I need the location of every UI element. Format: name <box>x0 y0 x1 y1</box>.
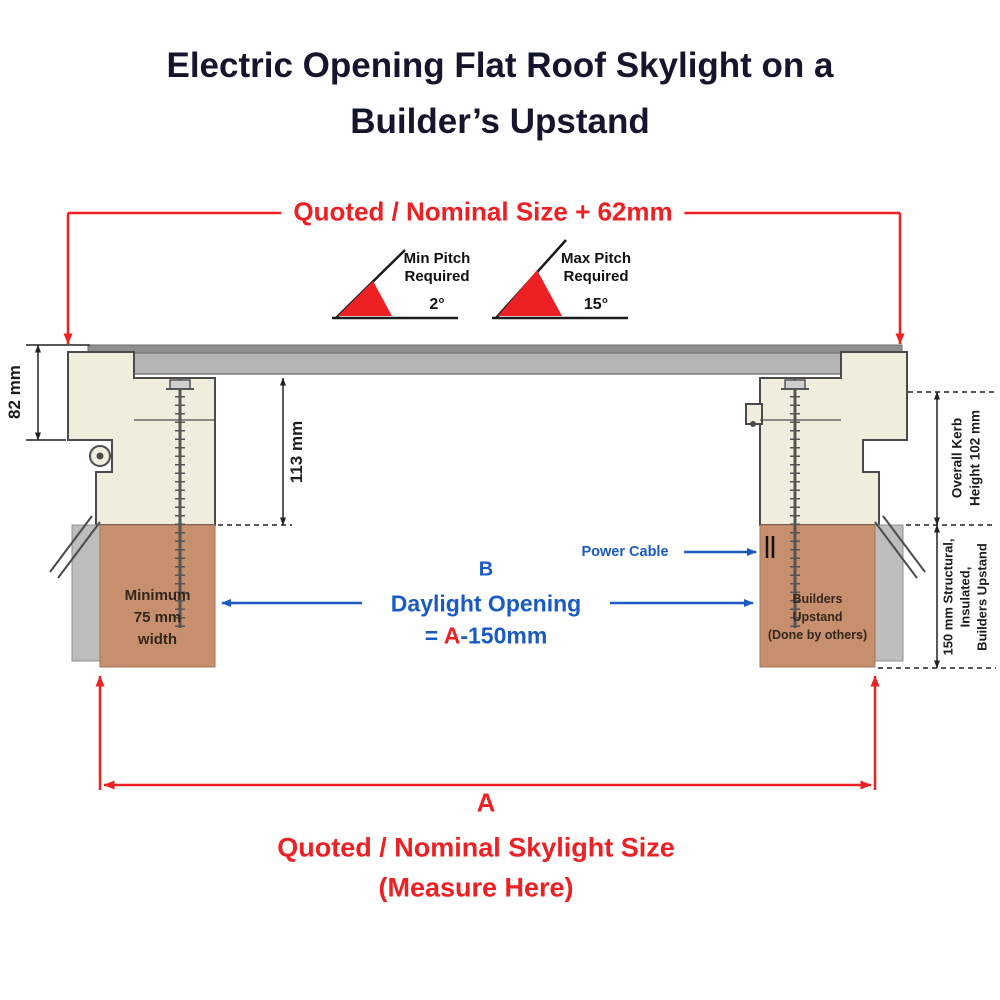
dimension-82mm-label: 82 mm <box>5 365 24 419</box>
daylight-opening-label: Daylight Opening <box>390 590 582 617</box>
dimension-113mm-label: 113 mm <box>287 420 306 484</box>
daylight-formula-suffix: -150mm <box>460 622 548 649</box>
daylight-letter-b: B <box>478 558 494 581</box>
min-pitch-text-line2: Required <box>404 268 470 285</box>
right-upstand-line3: (Done by others) <box>767 628 868 643</box>
max-pitch-text-line1: Max Pitch <box>560 250 632 267</box>
daylight-formula-prefix: = <box>424 622 444 649</box>
bottom-dimension-letter-a: A <box>476 787 496 818</box>
dimension-82mm-lines <box>26 344 90 441</box>
max-pitch-value: 15° <box>583 296 609 313</box>
right-fixing-bolt <box>781 378 809 628</box>
glazing-panel <box>87 344 903 375</box>
right-kerb-profile <box>745 351 908 526</box>
right-upstand-line2: Upstand <box>792 610 843 625</box>
overall-kerb-height-line2: Height 102 mm <box>967 409 982 507</box>
right-membrane-flashing <box>874 515 926 579</box>
left-upstand-block <box>71 524 216 668</box>
max-pitch-text-line2: Required <box>563 268 629 285</box>
left-membrane-flashing <box>49 515 101 579</box>
power-cable-symbol <box>684 536 775 558</box>
left-upstand-line2: 75 mm <box>133 608 182 626</box>
left-kerb-profile <box>67 351 216 526</box>
overall-kerb-height-label: Overall Kerb Height 102 mm <box>948 410 983 506</box>
dimension-113mm-lines <box>218 377 292 526</box>
overall-kerb-height-line1: Overall Kerb <box>949 417 965 499</box>
bottom-dimension-lines <box>95 675 880 790</box>
page-title-line2: Builder’s Upstand <box>350 102 650 141</box>
min-pitch-diagram <box>332 249 458 320</box>
upstand-note-line1: 150 mm Structural, <box>940 538 956 656</box>
max-pitch-label: Max Pitch Required 15° <box>561 250 631 314</box>
bottom-dimension-label-line2: (Measure Here) <box>378 872 574 903</box>
power-cable-label: Power Cable <box>581 544 669 560</box>
left-upstand-text: Minimum 75 mm width <box>100 585 215 650</box>
daylight-formula-a: A <box>443 622 461 649</box>
page-title-line1: Electric Opening Flat Roof Skylight on a <box>166 46 834 85</box>
upstand-dimension-lines <box>878 524 996 669</box>
min-pitch-value: 2° <box>429 296 445 313</box>
upstand-note-line2: Insulated, <box>957 566 973 628</box>
top-dimension-label: Quoted / Nominal Size + 62mm <box>281 196 685 228</box>
max-pitch-diagram <box>492 239 628 320</box>
daylight-formula: = A-150mm <box>425 623 548 650</box>
left-upstand-line1: Minimum <box>124 587 191 604</box>
left-upstand-line3: width <box>137 630 178 648</box>
upstand-note-line3: Builders Upstand <box>974 543 990 651</box>
right-upstand-block <box>759 524 904 668</box>
bottom-dimension-label-line1: Quoted / Nominal Skylight Size <box>277 832 675 863</box>
left-fixing-bolt <box>166 378 194 628</box>
top-dimension-lines <box>63 211 905 345</box>
upstand-note-label: 150 mm Structural, Insulated, Builders U… <box>941 538 992 655</box>
min-pitch-text-line1: Min Pitch <box>403 250 471 267</box>
kerb-height-dimension-lines <box>906 391 996 526</box>
min-pitch-label: Min Pitch Required 2° <box>404 250 471 314</box>
right-upstand-text: Builders Upstand (Done by others) <box>760 590 875 644</box>
right-upstand-line1: Builders <box>792 592 843 606</box>
